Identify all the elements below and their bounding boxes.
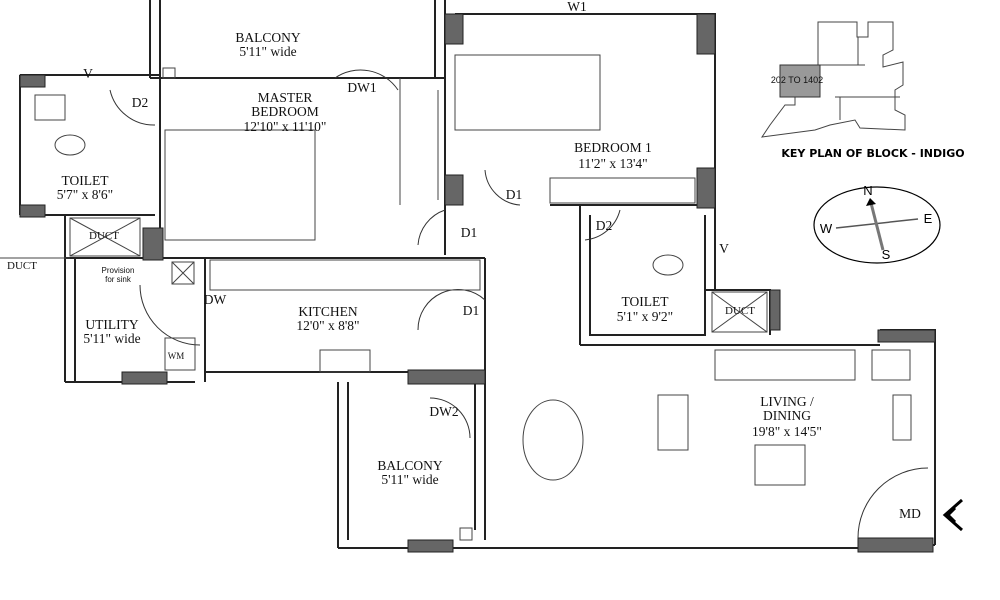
key-plan-title: KEY PLAN OF BLOCK - INDIGO	[781, 147, 964, 160]
master-bedroom-size: 12'10" x 11'10"	[244, 119, 327, 134]
door-d1-master: D1	[461, 225, 478, 240]
balcony-top-name: BALCONY	[235, 30, 301, 45]
bedroom1-name: BEDROOM 1	[574, 140, 652, 155]
master-bedroom-name1: MASTER	[258, 90, 313, 105]
door-dw: DW	[204, 292, 227, 307]
duct-boxes	[0, 217, 768, 333]
compass-n: N	[863, 183, 872, 198]
balcony-bottom-name: BALCONY	[377, 458, 443, 473]
living-dining-name1: LIVING /	[760, 394, 814, 409]
balcony-top-size: 5'11" wide	[239, 44, 296, 59]
living-dining-size: 19'8" x 14'5"	[752, 424, 822, 439]
entry-arrow-icon	[942, 498, 963, 532]
utility-name: UTILITY	[85, 317, 138, 332]
room-labels: BALCONY 5'11" wide W1 V D2 DW1 MASTER BE…	[7, 0, 921, 521]
utility-size: 5'11" wide	[83, 331, 140, 346]
living-dining-name2: DINING	[763, 408, 811, 423]
balcony-bottom-size: 5'11" wide	[381, 472, 438, 487]
washing-machine: WM	[168, 351, 185, 361]
key-plan: 202 TO 1402 KEY PLAN OF BLOCK - INDIGO	[760, 21, 965, 160]
key-plan-unit-range: 202 TO 1402	[771, 75, 823, 85]
sink-provision-2: for sink	[105, 275, 132, 284]
door-d1-bedroom: D1	[506, 187, 523, 202]
door-d2-left: D2	[132, 95, 149, 110]
bedroom1-size: 11'2" x 13'4"	[578, 156, 647, 171]
kitchen-name: KITCHEN	[298, 304, 357, 319]
duct-left: DUCT	[89, 230, 119, 242]
door-dw2: DW2	[429, 404, 458, 419]
vent-right: V	[719, 241, 729, 256]
compass-icon: N E W S	[813, 183, 941, 264]
furniture	[34, 54, 912, 541]
key-plan-highlight	[779, 64, 821, 98]
toilet-right-name: TOILET	[622, 294, 670, 309]
compass-s: S	[882, 247, 891, 262]
toilet-left-name: TOILET	[62, 173, 110, 188]
window-w1: W1	[567, 0, 587, 14]
vent-left: V	[83, 66, 93, 81]
toilet-left-size: 5'7" x 8'6"	[57, 187, 113, 202]
kitchen-size: 12'0" x 8'8"	[296, 318, 359, 333]
toilet-right-size: 5'1" x 9'2"	[617, 309, 673, 324]
duct-right: DUCT	[725, 305, 755, 317]
doors	[109, 69, 929, 539]
sink-provision-1: Provision	[102, 266, 135, 275]
compass-w: W	[820, 221, 833, 236]
main-door-label: MD	[899, 506, 921, 521]
master-bedroom-name2: BEDROOM	[251, 104, 319, 119]
door-d2-right: D2	[596, 218, 613, 233]
compass-e: E	[924, 211, 933, 226]
duct-outside: DUCT	[7, 260, 37, 272]
columns	[19, 13, 936, 553]
door-dw1: DW1	[347, 80, 376, 95]
door-d1-kitchen: D1	[463, 303, 480, 318]
